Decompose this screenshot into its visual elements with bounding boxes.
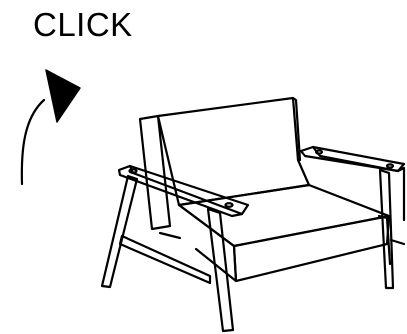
click-instruction-label: CLICK (33, 6, 133, 43)
curved-arrow-icon (20, 69, 81, 186)
armchair-icon (100, 96, 406, 333)
